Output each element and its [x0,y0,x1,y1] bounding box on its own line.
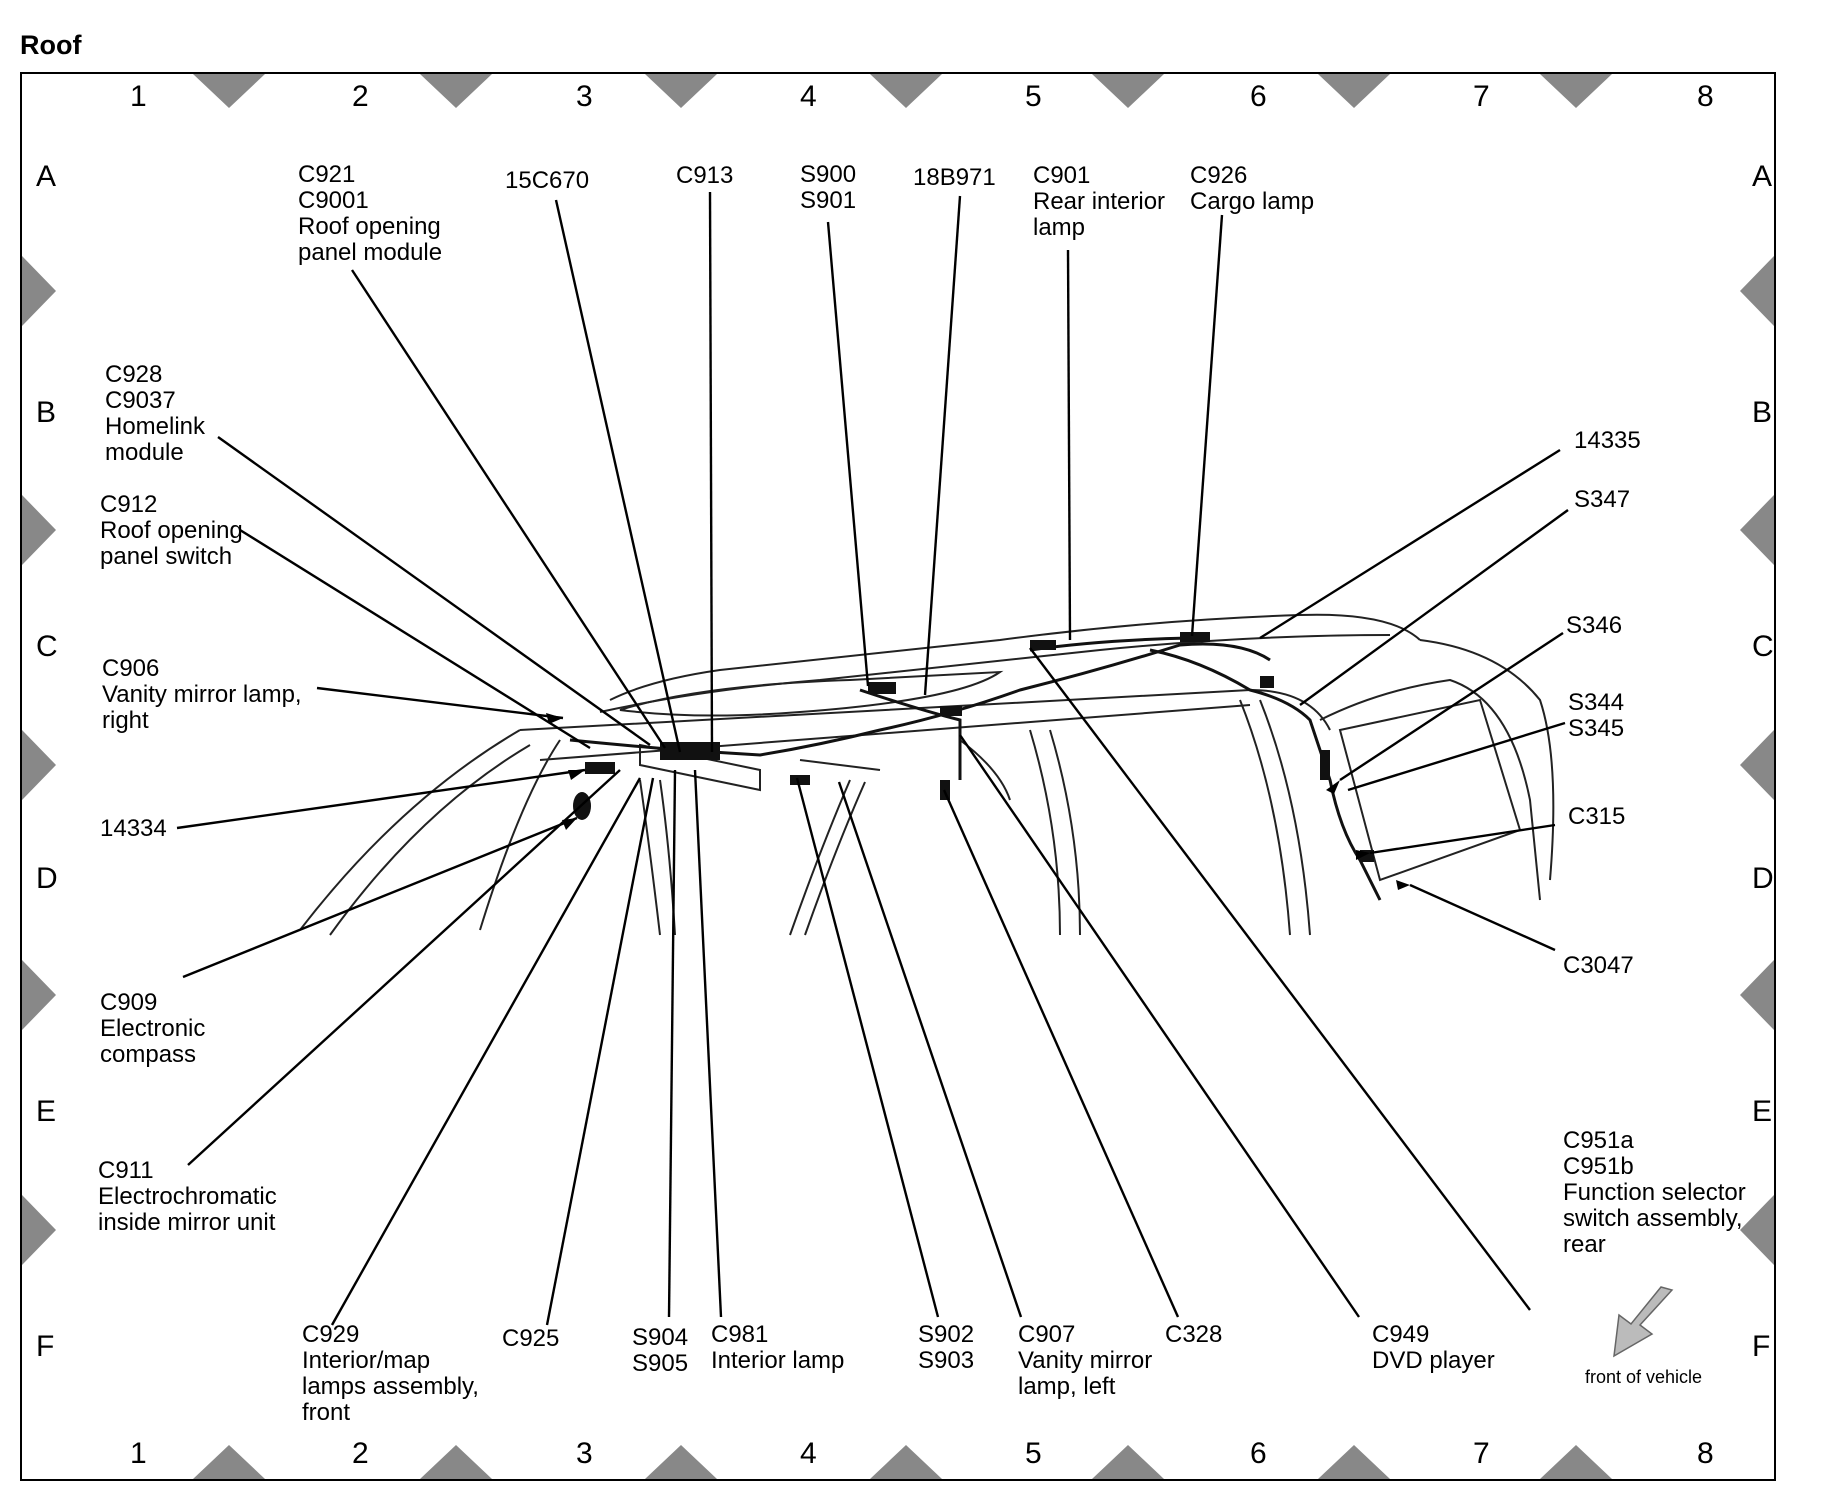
arrow-heads [546,713,1410,890]
label-c949: C949 DVD player [1372,1321,1495,1374]
label-c925: C925 [502,1325,560,1352]
grid-column-5-top: 5 [1025,80,1042,113]
label-s346: S346 [1566,612,1623,639]
label-s900: S900 S901 [800,161,857,214]
label-s344: S344 S345 [1568,689,1625,742]
leader-lines [176,191,1569,1326]
label-c906: C906 Vanity mirror lamp, right [102,655,302,734]
grid-row-B-left: B [36,396,57,429]
grid-row-A-left: A [36,160,57,193]
label-c921: C921 C9001 Roof opening panel module [298,161,443,266]
grid-column-3-bottom: 3 [576,1437,593,1470]
grid-row-F-right: F [1752,1330,1771,1363]
grid-column-6-bottom: 6 [1250,1437,1267,1470]
grid-row-C-right: C [1752,630,1774,663]
grid-row-C-left: C [36,630,58,663]
label-14335: 14335 [1574,427,1641,454]
front-of-vehicle-label: front of vehicle [1585,1367,1703,1387]
grid-column-8-bottom: 8 [1697,1437,1714,1470]
label-c901: C901 Rear interior lamp [1033,162,1166,241]
grid-column-4-top: 4 [800,80,817,113]
label-c928: C928 C9037 Homelink module [105,361,206,466]
label-c981: C981 Interior lamp [711,1321,845,1374]
vehicle-outline [299,613,1555,936]
label-18b971: 18B971 [913,164,996,191]
label-c913: C913 [676,162,734,189]
grid-row-D-left: D [36,862,58,895]
label-s902: S902 S903 [918,1321,975,1374]
grid-column-7-top: 7 [1473,80,1490,113]
label-c926: C926 Cargo lamp [1190,162,1315,215]
label-c315: C315 [1568,803,1626,830]
label-c909: C909 Electronic compass [100,989,206,1068]
connector-markers [573,632,1374,862]
grid-row-A-right: A [1752,160,1773,193]
grid-column-6-top: 6 [1250,80,1267,113]
grid-column-8-top: 8 [1697,80,1714,113]
label-c951: C951a C951b Function selector switch ass… [1563,1127,1746,1258]
label-c929: C929 Interior/map lamps assembly, front [302,1321,479,1426]
label-c328: C328 [1165,1321,1223,1348]
front-of-vehicle-arrow-icon [1613,1286,1674,1358]
label-c912: C912 Roof opening panel switch [100,491,243,570]
grid-column-4-bottom: 4 [800,1437,817,1470]
label-c907: C907 Vanity mirror lamp, left [1018,1321,1153,1400]
grid-row-B-right: B [1752,396,1773,429]
grid-row-E-left: E [36,1095,57,1128]
grid-column-3-top: 3 [576,80,593,113]
label-s904: S904 S905 [632,1324,689,1377]
grid-column-1-top: 1 [130,80,147,113]
grid-row-E-right: E [1752,1095,1773,1128]
label-s347: S347 [1574,486,1631,513]
label-14334: 14334 [100,815,167,842]
grid-row-F-left: F [36,1330,55,1363]
grid-column-2-bottom: 2 [352,1437,369,1470]
label-c911: C911 Electrochromatic inside mirror unit [98,1157,277,1236]
grid-column-7-bottom: 7 [1473,1437,1490,1470]
grid-column-1-bottom: 1 [130,1437,147,1470]
label-c3047: C3047 [1563,952,1634,979]
grid-tick-marks [22,74,1774,1479]
label-15c670: 15C670 [505,167,590,194]
grid-column-2-top: 2 [352,80,369,113]
grid-column-5-bottom: 5 [1025,1437,1042,1470]
diagram-title: Roof [20,30,82,60]
grid-row-D-right: D [1752,862,1774,895]
diagram-frame [20,72,1776,1481]
